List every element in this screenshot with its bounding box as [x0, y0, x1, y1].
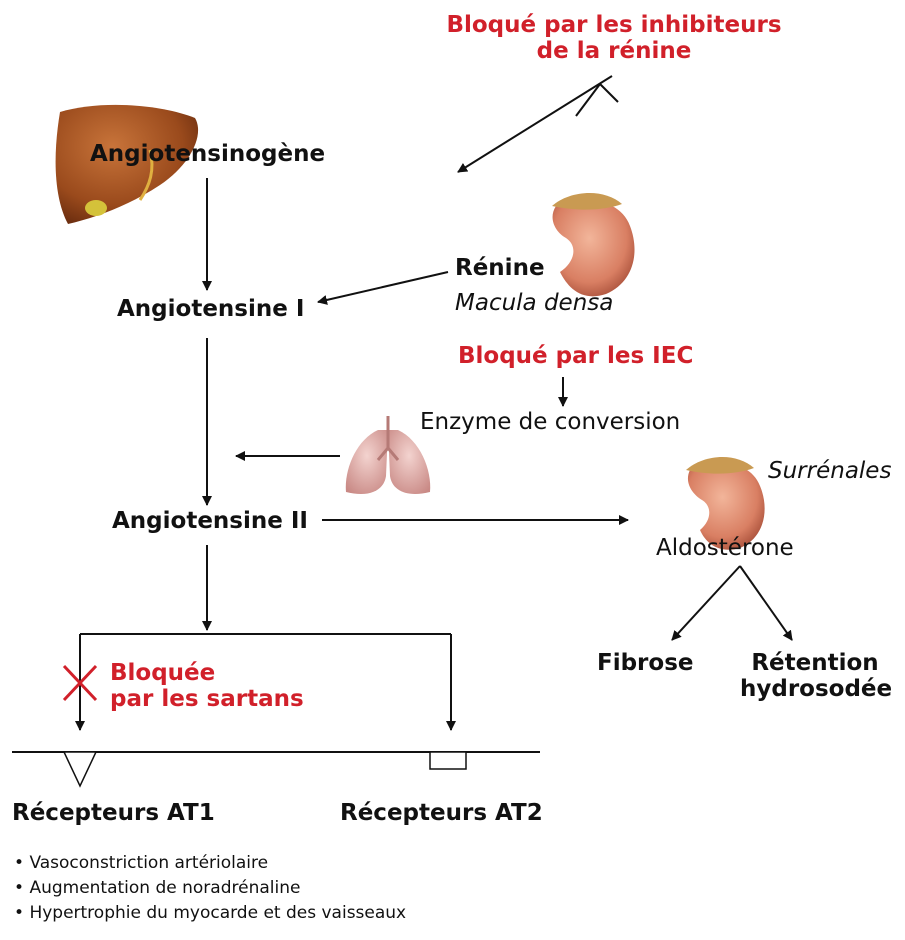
list-item: Vasoconstriction artériolaire	[14, 851, 406, 876]
retention-line1: Rétention	[740, 650, 890, 676]
renin-inhibitor-line1: Bloqué par les inhibiteurs	[432, 12, 796, 38]
aldosterone-label: Aldostérone	[656, 535, 794, 561]
receptor-at2-label: Récepteurs AT2	[340, 800, 543, 826]
sartan-line2: par les sartans	[110, 686, 304, 712]
list-item: Hypertrophie du myocarde et des vaisseau…	[14, 901, 406, 926]
angiotensinogen-label: Angiotensinogène	[90, 141, 325, 167]
lungs-icon	[346, 416, 430, 494]
iec-blocker: Bloqué par les IEC	[458, 343, 693, 369]
at1-effects-list: Vasoconstriction artériolaire Augmentati…	[14, 851, 406, 926]
surrenales-label: Surrénales	[768, 458, 891, 484]
renin-label: Rénine	[455, 255, 545, 281]
retention-label: Rétention hydrosodée	[740, 650, 890, 703]
sartan-line1: Bloquée	[110, 660, 304, 686]
kidney-icon	[552, 193, 635, 296]
receptor-at1-label: Récepteurs AT1	[12, 800, 215, 826]
sartan-blocker: Bloquée par les sartans	[110, 660, 304, 713]
renin-inhibitor-line2: de la rénine	[432, 38, 796, 64]
angiotensin-2-label: Angiotensine II	[112, 508, 308, 534]
list-item: Augmentation de noradrénaline	[14, 876, 406, 901]
enzyme-label: Enzyme de conversion	[420, 409, 680, 435]
renin-inhibitor-blocker: Bloqué par les inhibiteurs de la rénine	[432, 12, 796, 65]
macula-densa-label: Macula densa	[455, 290, 613, 316]
fibrose-label: Fibrose	[597, 650, 694, 676]
angiotensin-1-label: Angiotensine I	[117, 296, 304, 322]
retention-line2: hydrosodée	[740, 676, 890, 702]
